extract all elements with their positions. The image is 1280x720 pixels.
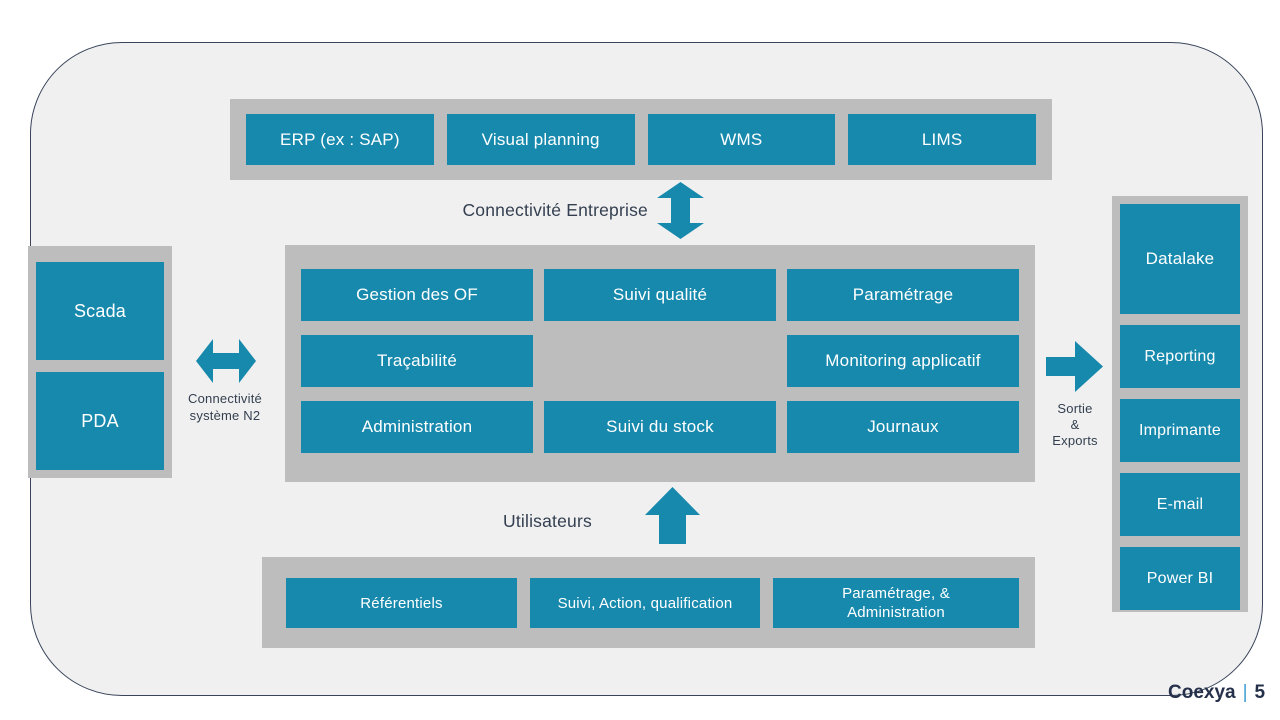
datalake-box: Datalake [1120,204,1240,314]
bottom-users-panel: Référentiels Suivi, Action, qualificatio… [262,557,1035,648]
suivi-qualite-box: Suivi qualité [544,269,776,321]
left-devices-panel: Scada PDA [28,246,172,478]
administration-box: Administration [301,401,533,453]
system-n2-connectivity-label: Connectivité système N2 [188,391,262,423]
double-arrow-vertical-icon [657,182,704,239]
users-label: Utilisateurs [503,511,592,531]
suivi-action-qualification-box: Suivi, Action, qualification [530,578,760,628]
top-systems-panel: ERP (ex : SAP) Visual planning WMS LIMS [230,99,1052,180]
scada-box: Scada [36,262,164,360]
footer-page-number: 5 [1254,682,1266,703]
tracabilite-box: Traçabilité [301,335,533,387]
parametrage-box: Paramétrage [787,269,1019,321]
email-box: E-mail [1120,473,1240,536]
arrow-up-icon [645,487,700,544]
mes-grid-spacer [544,335,776,387]
journaux-box: Journaux [787,401,1019,453]
footer-separator: | [1242,682,1248,703]
arrow-right-icon [1046,341,1103,392]
pda-box: PDA [36,372,164,470]
mes-core-panel: Gestion des OF Suivi qualité Paramétrage… [285,245,1035,482]
wms-box: WMS [647,114,836,165]
monitoring-applicatif-box: Monitoring applicatif [787,335,1019,387]
footer-brand: Coexya [1168,682,1236,703]
visual-planning-box: Visual planning [446,114,635,165]
lims-box: LIMS [848,114,1036,165]
exports-label: Sortie & Exports [1052,401,1098,448]
enterprise-connectivity-label: Connectivité Entreprise [462,200,648,220]
power-bi-box: Power BI [1120,547,1240,610]
erp-box: ERP (ex : SAP) [246,114,434,165]
imprimante-box: Imprimante [1120,399,1240,462]
double-arrow-horizontal-icon [196,333,256,389]
referentiels-box: Référentiels [286,578,517,628]
suivi-du-stock-box: Suivi du stock [544,401,776,453]
footer: Coexya | 5 [1168,682,1265,704]
reporting-box: Reporting [1120,325,1240,388]
gestion-des-of-box: Gestion des OF [301,269,533,321]
parametrage-administration-box: Paramétrage, & Administration [773,578,1019,628]
right-outputs-panel: Datalake Reporting Imprimante E-mail Pow… [1112,196,1248,612]
